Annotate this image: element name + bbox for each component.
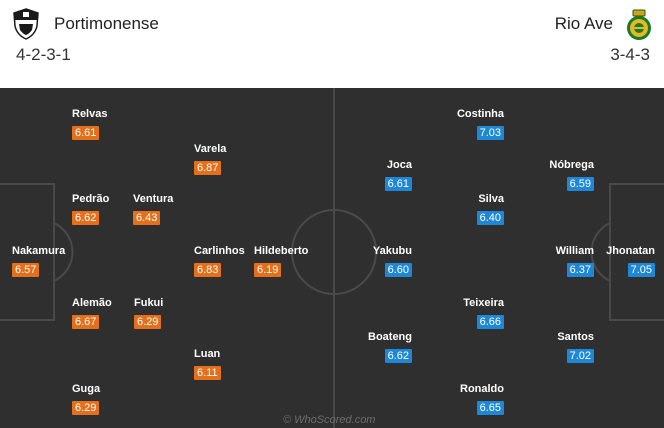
away-player-teixeira[interactable]: Teixeira 6.66 [424,297,504,329]
away-player-nobrega[interactable]: Nóbrega 6.59 [514,159,594,191]
home-team-name[interactable]: Portimonense [54,14,159,33]
player-rating-badge: 7.05 [627,263,655,277]
player-name: Joca [386,159,412,171]
away-player-boateng[interactable]: Boateng 6.62 [332,331,412,363]
player-rating-badge: 7.03 [476,126,504,140]
player-rating-badge: 6.87 [194,161,222,175]
player-rating-badge: 6.61 [72,126,100,140]
away-player-joca[interactable]: Joca 6.61 [332,159,412,191]
player-name: Relvas [72,108,108,120]
player-rating-badge: 6.37 [566,263,594,277]
away-player-william[interactable]: William 6.37 [514,245,594,277]
away-formation: 3-4-3 [610,45,650,64]
player-rating-badge: 6.62 [384,349,412,363]
player-name: Ventura [133,193,174,205]
home-player-nakamura[interactable]: Nakamura 6.57 [12,245,92,277]
player-rating-badge: 6.62 [72,211,100,225]
away-player-ronaldo[interactable]: Ronaldo 6.65 [424,383,504,415]
player-name: Carlinhos [194,245,245,257]
player-name: Ronaldo [460,383,504,395]
player-name: Santos [557,331,594,343]
away-player-santos[interactable]: Santos 7.02 [514,331,594,363]
player-rating-badge: 6.29 [134,315,162,329]
player-name: Jhonatan [606,245,655,257]
player-name: Boateng [368,331,412,343]
player-rating-badge: 6.67 [72,315,100,329]
player-name: Guga [72,383,101,395]
player-name: Pedrão [72,193,110,205]
home-player-alemao[interactable]: Alemão 6.67 [72,297,152,329]
player-rating-badge: 6.57 [12,263,40,277]
away-player-costinha[interactable]: Costinha 7.03 [424,108,504,140]
player-name: Nakamura [12,245,66,257]
pitch-markings [0,88,664,428]
pitch: Nakamura 6.57 Relvas 6.61 Pedrão 6.62 Al… [0,88,664,428]
home-player-hildeberto[interactable]: Hildeberto 6.19 [254,245,334,277]
away-player-yakubu[interactable]: Yakubu 6.60 [332,245,412,277]
rio-ave-crest-icon [627,9,651,40]
player-name: William [555,245,594,257]
player-rating-badge: 6.19 [254,263,282,277]
player-rating-badge: 6.60 [384,263,412,277]
home-formation: 4-2-3-1 [16,45,71,64]
player-name: Teixeira [463,297,504,309]
player-rating-badge: 6.29 [72,401,100,415]
player-rating-badge: 6.65 [476,401,504,415]
match-header: Portimonense 4-2-3-1 Rio Ave 3-4-3 [0,0,664,88]
home-player-ventura[interactable]: Ventura 6.43 [133,193,213,225]
watermark: © WhoScored.com [283,414,376,426]
player-name: Costinha [456,108,504,120]
home-player-carlinhos[interactable]: Carlinhos 6.83 [194,245,274,277]
player-name: Luan [194,348,221,360]
home-player-fukui[interactable]: Fukui 6.29 [134,297,214,329]
away-player-jhonatan[interactable]: Jhonatan 7.05 [575,245,655,277]
player-name: Varela [194,143,227,155]
home-player-guga[interactable]: Guga 6.29 [72,383,152,415]
away-team-name[interactable]: Rio Ave [554,14,613,33]
player-rating-badge: 6.66 [476,315,504,329]
player-name: Fukui [134,297,164,309]
player-name: Alemão [72,297,112,309]
home-player-relvas[interactable]: Relvas 6.61 [72,108,152,140]
player-rating-badge: 6.43 [133,211,161,225]
player-name: Nóbrega [549,159,594,171]
home-player-luan[interactable]: Luan 6.11 [194,348,274,380]
away-player-silva[interactable]: Silva 6.40 [424,193,504,225]
home-player-pedrao[interactable]: Pedrão 6.62 [72,193,152,225]
player-rating-badge: 6.59 [566,177,594,191]
player-name: Silva [478,193,504,205]
player-name: Hildeberto [254,245,309,257]
player-rating-badge: 6.83 [194,263,222,277]
player-rating-badge: 7.02 [566,349,594,363]
player-name: Yakubu [372,245,412,257]
player-rating-badge: 6.40 [476,211,504,225]
player-rating-badge: 6.61 [384,177,412,191]
home-player-varela[interactable]: Varela 6.87 [194,143,274,175]
portimonense-crest-icon [13,8,39,40]
player-rating-badge: 6.11 [194,366,221,380]
